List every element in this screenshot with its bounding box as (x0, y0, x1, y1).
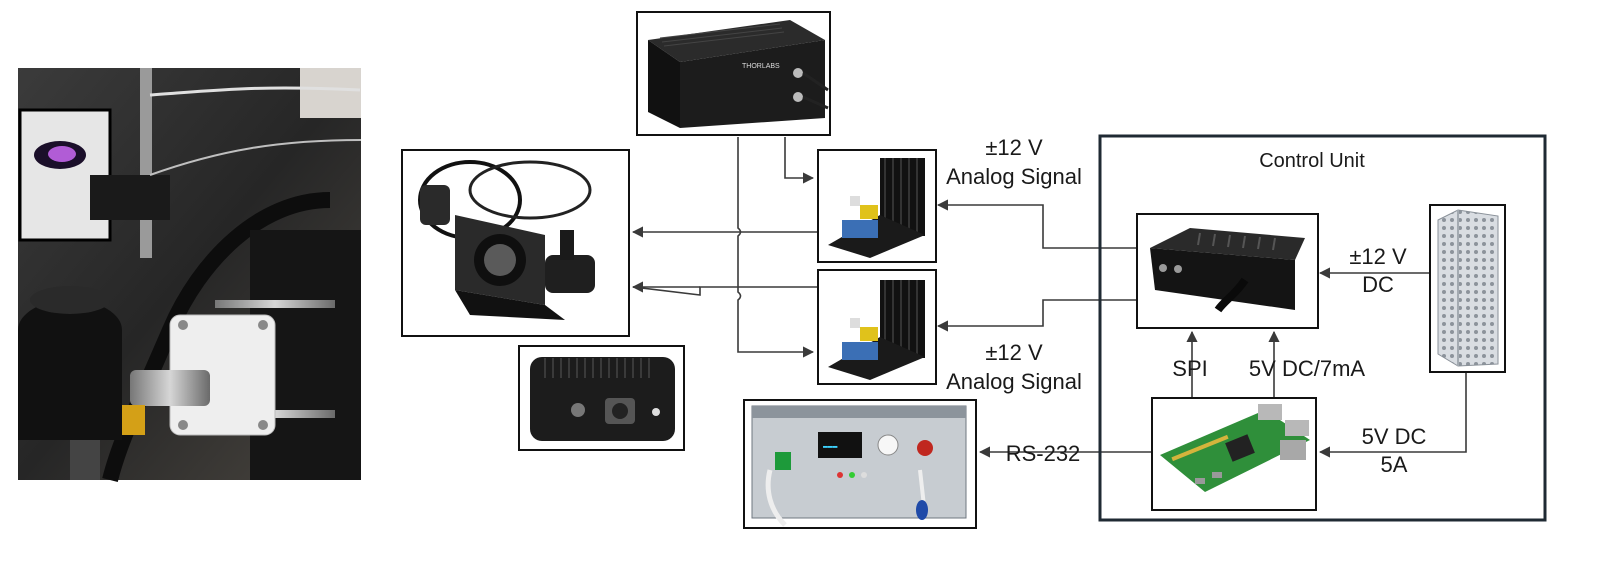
driver-board-bottom (817, 269, 937, 385)
signal-labels: ±12 V Analog Signal ±12 V Analog Signal … (946, 135, 1426, 477)
lab-setup-photo (18, 68, 362, 482)
control-unit-frame: Control Unit (1098, 134, 1547, 522)
control-unit-title: Control Unit (1259, 150, 1365, 172)
analog-signal-bottom-label: Analog Signal (946, 369, 1082, 394)
dc12-voltage-label: ±12 V (1349, 244, 1407, 269)
galvo-mirror-assembly (401, 149, 630, 337)
dc5-current-label: 5A (1381, 452, 1408, 477)
camera (518, 345, 685, 451)
driver-board-top (817, 149, 937, 263)
dc5-7ma-label: 5V DC/7mA (1249, 356, 1365, 381)
power-supply-unit (1429, 204, 1506, 373)
thorlabs-power-supply: THORLABS (636, 11, 831, 136)
analog-signal-bottom-voltage: ±12 V (985, 340, 1043, 365)
connection-wires (631, 137, 1467, 458)
brand-label: THORLABS (742, 63, 780, 70)
fiber-coupled-laser: ▬▬▬ (743, 399, 977, 529)
svg-text:▬▬▬: ▬▬▬ (823, 442, 838, 451)
raspberry-pi-board (1151, 397, 1317, 511)
dc5-voltage-label: 5V DC (1362, 424, 1427, 449)
spi-label: SPI (1172, 356, 1207, 381)
rs232-label: RS-232 (1006, 441, 1081, 466)
analog-signal-top-voltage: ±12 V (985, 135, 1043, 160)
dc12-type-label: DC (1362, 272, 1394, 297)
analog-signal-top-label: Analog Signal (946, 164, 1082, 189)
control-box (1136, 213, 1319, 329)
